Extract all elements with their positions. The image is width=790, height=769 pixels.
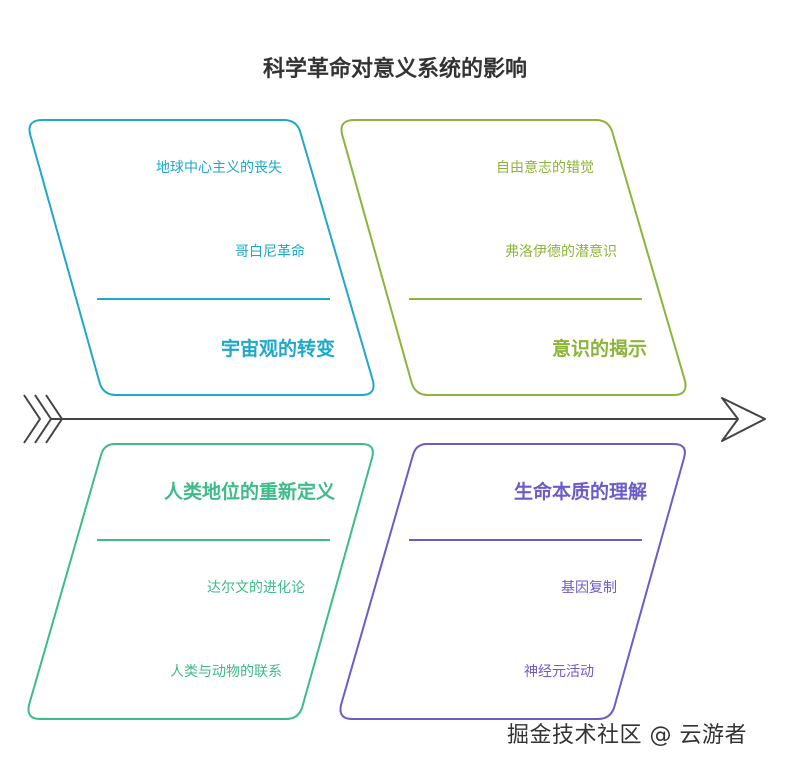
human-item-1: 达尔文的进化论 bbox=[207, 580, 305, 596]
diagram-title: 科学革命对意义系统的影响 bbox=[263, 56, 527, 82]
watermark: 掘金技术社区 @ 云游者 bbox=[507, 723, 747, 748]
human-item-2: 人类与动物的联系 bbox=[170, 664, 282, 680]
spine-arrowhead-icon bbox=[721, 397, 766, 442]
spine-tail-icon bbox=[23, 394, 63, 444]
consciousness-item-1: 自由意志的错觉 bbox=[496, 159, 594, 176]
human-label: 人类地位的重新定义 bbox=[164, 480, 335, 503]
life-item-2: 神经元活动 bbox=[524, 664, 594, 680]
category-human-box bbox=[27, 443, 374, 720]
cosmos-item-1: 地球中心主义的丧失 bbox=[156, 160, 282, 176]
category-consciousness: 自由意志的错觉 弗洛伊德的潜意识 意识的揭示 bbox=[340, 119, 687, 396]
category-cosmos-box bbox=[28, 119, 375, 396]
category-life-box bbox=[339, 443, 686, 720]
life-item-1: 基因复制 bbox=[561, 579, 617, 596]
fishbone-spine bbox=[23, 394, 766, 444]
category-life: 生命本质的理解 基因复制 神经元活动 bbox=[339, 443, 686, 720]
consciousness-item-2: 弗洛伊德的潜意识 bbox=[505, 243, 617, 260]
category-consciousness-box bbox=[340, 119, 687, 396]
category-cosmos: 地球中心主义的丧失 哥白尼革命 宇宙观的转变 bbox=[28, 119, 375, 396]
cosmos-label: 宇宙观的转变 bbox=[221, 337, 335, 360]
cosmos-item-2: 哥白尼革命 bbox=[235, 243, 305, 260]
consciousness-label: 意识的揭示 bbox=[552, 337, 647, 360]
category-human: 人类地位的重新定义 达尔文的进化论 人类与动物的联系 bbox=[27, 443, 374, 720]
life-label: 生命本质的理解 bbox=[514, 480, 647, 503]
